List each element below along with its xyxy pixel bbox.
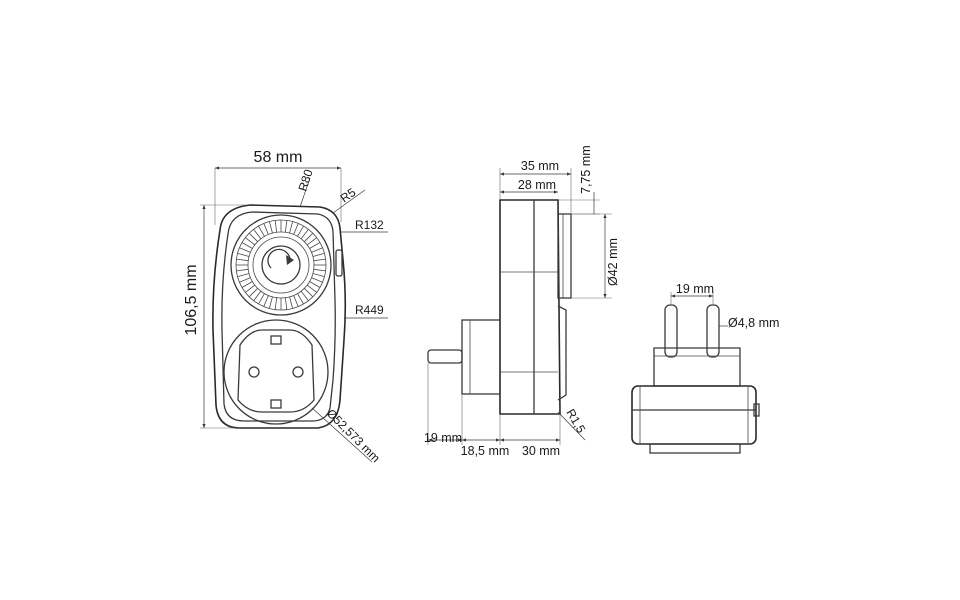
- dim-radius-top: R80: [296, 167, 316, 193]
- dial-tooth: [284, 220, 288, 233]
- dial-tooth: [313, 268, 326, 272]
- dial-tooth: [248, 288, 258, 298]
- dim-depth-body: 28 mm: [518, 178, 556, 192]
- timer-dial: [230, 214, 332, 316]
- dial-tooth: [311, 277, 323, 283]
- dial-tooth: [236, 268, 249, 272]
- dial-tooth: [304, 288, 314, 298]
- dim-socket-diameter: Ø52,573 mm: [324, 406, 383, 465]
- dial-tooth: [293, 223, 299, 235]
- dial-tooth: [313, 258, 326, 262]
- dim-plug-length: 19 mm: [424, 431, 462, 445]
- dial-tooth: [263, 295, 269, 307]
- dial-tooth: [245, 284, 256, 293]
- dial-tooth: [300, 290, 309, 301]
- rotate-arrow-icon: [267, 248, 291, 269]
- dial-tooth: [245, 237, 256, 246]
- dial-tooth: [289, 296, 294, 309]
- dial-tooth: [258, 293, 265, 305]
- dial-tooth: [284, 297, 288, 310]
- dial-tooth: [258, 225, 265, 237]
- front-view: 58 mm 106,5 mm R80 R5 R132 R449 Ø52,573 …: [183, 149, 388, 465]
- dial-tooth: [268, 221, 273, 234]
- dial-tooth: [237, 252, 250, 257]
- dial-tooth: [253, 229, 262, 240]
- front-body-inner: [221, 211, 336, 422]
- dim-dial-protrusion: 7,75 mm: [579, 145, 593, 194]
- dial-tooth: [274, 297, 278, 310]
- dial-tooth: [268, 296, 273, 309]
- dim-radius-side-lower: R449: [355, 303, 384, 317]
- side-view: 35 mm 28 mm 7,75 mm Ø42 mm 19 mm 18,5 mm…: [424, 145, 620, 458]
- dim-pin-diameter: Ø4,8 mm: [728, 316, 779, 330]
- front-body-outline: [212, 204, 347, 429]
- dial-tooth: [293, 295, 299, 307]
- dim-width: 58 mm: [254, 149, 303, 166]
- side-button: [335, 249, 343, 277]
- socket: [223, 319, 329, 425]
- dim-body-bottom: 30 mm: [522, 444, 560, 458]
- dial-tooth: [312, 252, 325, 257]
- dial-tooth: [306, 284, 317, 293]
- side-plug-pin: [427, 349, 463, 364]
- bottom-body: [631, 385, 757, 445]
- dial-tooth: [297, 293, 304, 305]
- dial-tooth: [306, 237, 317, 246]
- dial-tooth: [241, 281, 253, 288]
- dial-tooth: [237, 273, 250, 278]
- dial-tooth: [309, 281, 321, 288]
- dial-tooth: [263, 223, 269, 235]
- dial-tooth: [312, 273, 325, 278]
- dial-tooth: [236, 258, 249, 262]
- bottom-pin-right: [706, 304, 720, 358]
- dial-tooth: [289, 221, 294, 234]
- dim-dial-diameter: Ø42 mm: [606, 238, 620, 286]
- dim-height: 106,5 mm: [183, 264, 200, 335]
- side-dial: [557, 213, 572, 299]
- dial-tooth: [248, 232, 258, 242]
- dial-tooth: [300, 229, 309, 240]
- dim-radius-side-upper: R132: [355, 218, 384, 232]
- dial-tooth: [304, 232, 314, 242]
- dial-tooth: [241, 242, 253, 249]
- side-body-outline: [499, 199, 561, 415]
- dial-tooth: [239, 247, 251, 253]
- side-plug-base: [461, 319, 501, 395]
- dial-tooth: [297, 225, 304, 237]
- dial-tooth: [253, 290, 262, 301]
- bottom-view: 19 mm Ø4,8 mm: [631, 282, 779, 454]
- dim-pin-spacing: 19 mm: [676, 282, 714, 296]
- dial-tooth: [311, 247, 323, 253]
- dial-tooth: [274, 220, 278, 233]
- dim-plug-base: 18,5 mm: [461, 444, 510, 458]
- dial-tooth: [239, 277, 251, 283]
- dim-depth-total: 35 mm: [521, 159, 559, 173]
- dial-tooth: [309, 242, 321, 249]
- bottom-pin-left: [664, 304, 678, 358]
